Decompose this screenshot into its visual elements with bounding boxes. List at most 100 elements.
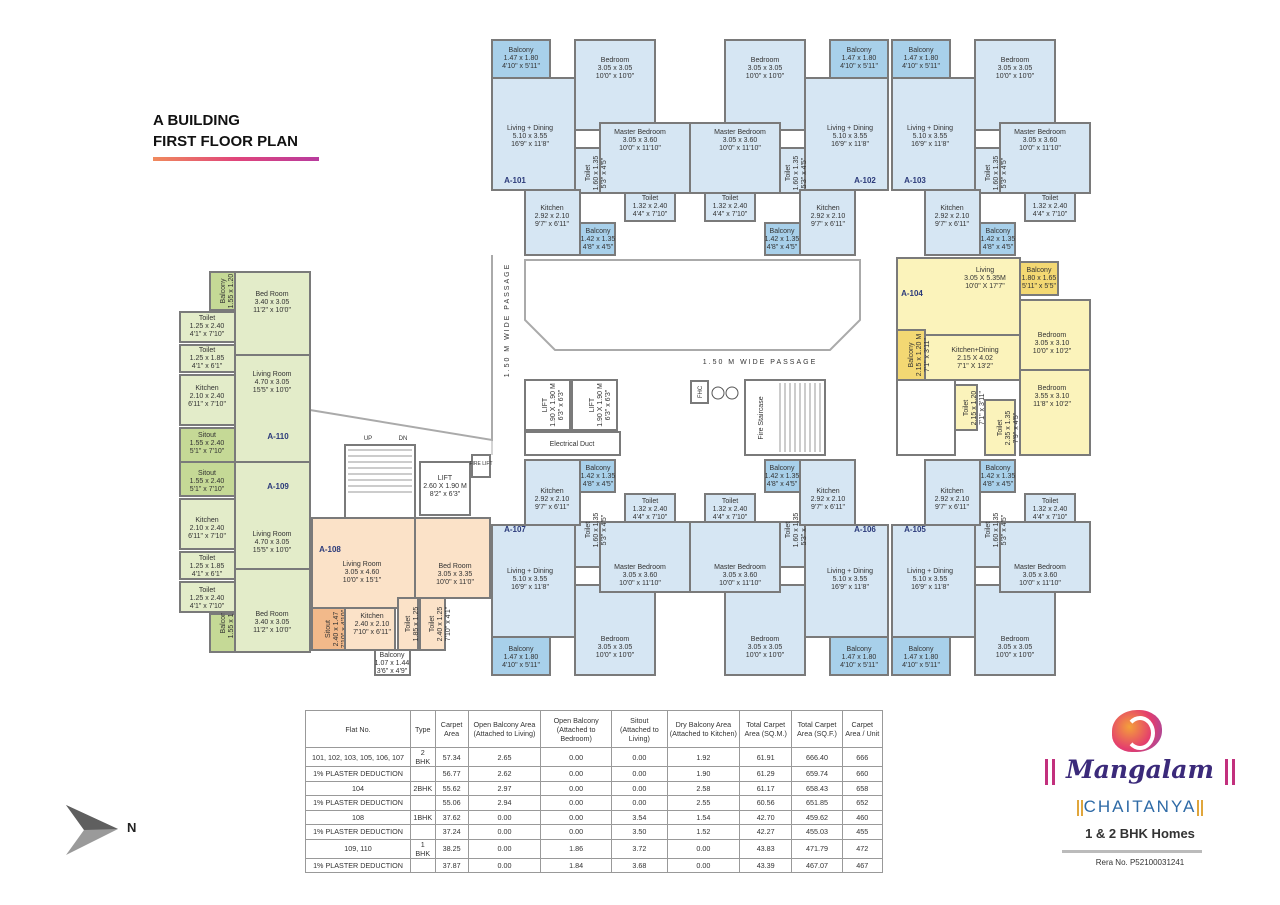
table-cell: 467.07: [791, 857, 843, 873]
title-underline: [153, 157, 319, 161]
table-cell: 2 BHK: [410, 747, 436, 767]
table-cell: 37.87: [434, 857, 469, 873]
table-cell: 471.79: [791, 838, 843, 859]
table-cell: 460: [841, 809, 884, 825]
plan-title: A BUILDING FIRST FLOOR PLAN: [153, 110, 319, 161]
room-balcony-living: [891, 39, 951, 79]
table-cell: 652: [841, 795, 884, 811]
table-cell: 61.29: [738, 766, 793, 782]
north-arrow-icon: [66, 805, 118, 855]
project-name: CHAITANYA: [1040, 797, 1240, 817]
table-cell: 37.24: [434, 824, 469, 840]
room-balcony-kitchen: [979, 222, 1016, 256]
room-toilet: [179, 551, 236, 580]
column-header: Open Balcony Area (Attached to Living): [467, 710, 542, 748]
room-toilet-common: [624, 493, 676, 523]
table-cell: 3.72: [610, 838, 668, 859]
room-master-bedroom: [999, 521, 1091, 593]
column-header: Total Carpet Area (SQ.M.): [738, 710, 793, 748]
table-cell: 2.55: [666, 795, 740, 811]
room-label-toilet-attached: Toilet1.60 x 1.355'3" x 4'5": [785, 513, 808, 548]
room-living-dining: [891, 524, 976, 638]
room-living-room: [311, 517, 416, 609]
room-living-dining: [891, 77, 976, 191]
room-master-bedroom: [999, 122, 1091, 194]
table-cell: 1.52: [666, 824, 740, 840]
passage-label: 1.50 M WIDE PASSAGE: [703, 359, 818, 366]
lift: [419, 461, 471, 516]
column-header: Sitout (Attached to Living): [610, 710, 668, 748]
room-bed-room: [414, 517, 491, 599]
electrical-duct: [524, 431, 621, 456]
table-cell: [410, 766, 436, 782]
room-kitchen: [524, 459, 581, 526]
table-cell: 1.54: [666, 809, 740, 825]
room-living-dining: [491, 524, 576, 638]
table-cell: 108: [305, 809, 411, 825]
column-header: Total Carpet Area (SQ.F.): [791, 710, 843, 748]
room-balcony: [209, 613, 236, 653]
table-cell: 2.62: [467, 766, 542, 782]
table-cell: 1% PLASTER DEDUCTION: [305, 824, 411, 840]
table-cell: 0.00: [666, 838, 740, 859]
room-toilet-attached: [574, 147, 601, 194]
room-kitchen: [924, 189, 981, 256]
room-label-toilet-attached: Toilet1.60 x 1.355'3" x 4'5": [985, 513, 1008, 548]
column-header: Dry Balcony Area (Attached to Kitchen): [666, 710, 740, 748]
column-header: Flat No.: [305, 710, 411, 748]
table-cell: 42.27: [738, 824, 793, 840]
table-cell: 455: [841, 824, 884, 840]
table-cell: 1.90: [666, 766, 740, 782]
unit-number: A-102: [854, 176, 876, 185]
room-bed-room: [234, 271, 311, 356]
table-cell: 1% PLASTER DEDUCTION: [305, 766, 411, 782]
passage-label: 1.50 M WIDE PASSAGE: [504, 263, 511, 378]
table-cell: [410, 857, 436, 873]
room-kitchen: [924, 459, 981, 526]
table-cell: 1% PLASTER DEDUCTION: [305, 795, 411, 811]
om-logo-icon: [1112, 710, 1162, 752]
table-cell: 2.58: [666, 780, 740, 796]
room-toilet-common: [1024, 192, 1076, 222]
stair-down-label: DN: [399, 436, 408, 442]
room-balcony: [374, 649, 411, 676]
fire-staircase-label: Fire Staircase: [758, 396, 765, 439]
table-cell: 3.68: [610, 857, 668, 873]
room-living-dining: [491, 77, 576, 191]
lift: [571, 379, 618, 431]
room-balcony-kitchen: [579, 222, 616, 256]
table-cell: 0.00: [467, 809, 542, 825]
room-toilet-attached: [974, 147, 1001, 194]
room-toilet-common: [704, 192, 756, 222]
unit-number: A-101: [504, 176, 526, 185]
table-cell: 467: [841, 857, 884, 873]
room-toilet: [179, 344, 236, 373]
table-cell: 0.00: [666, 857, 740, 873]
room-balcony-kitchen: [579, 459, 616, 493]
duct-area: [896, 379, 956, 456]
table-cell: 2.97: [467, 780, 542, 796]
rera-number: Rera No. P52100031241: [1095, 858, 1185, 867]
room-bedroom: [724, 39, 806, 131]
room-label-toilet-attached: Toilet1.60 x 1.355'3" x 4'5": [585, 156, 608, 191]
